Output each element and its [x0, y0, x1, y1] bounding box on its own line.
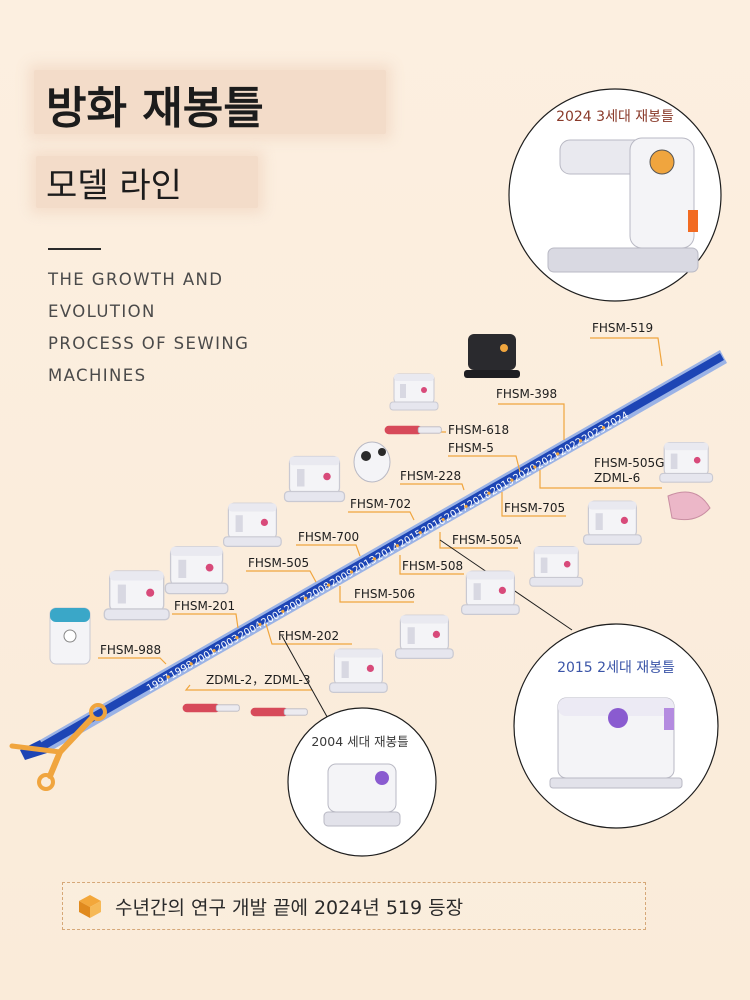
year-dot: [533, 465, 537, 469]
callout-gen2: 2015 2세대 재봉틀: [513, 623, 719, 829]
callout-gen3-caption: 2024 3세대 재봉틀: [556, 109, 674, 125]
machine-thumb-398: [464, 334, 520, 378]
machine-thumb-505: [164, 546, 229, 595]
model-label: FHSM-228: [400, 469, 461, 483]
model-label: FHSM-702: [350, 497, 411, 511]
divider: [48, 248, 101, 250]
model-label: FHSM-988: [100, 643, 161, 657]
product-thumbnails: [49, 334, 714, 717]
machine-thumb-702: [283, 455, 346, 503]
model-label: FHSM-508: [402, 559, 463, 573]
machine-thumb-988: [49, 607, 91, 665]
machine-image-519: [547, 137, 699, 273]
year-dot: [281, 609, 285, 613]
scissors-icon: [9, 703, 107, 791]
machine-thumb-705: [582, 500, 642, 546]
year-dot: [579, 439, 583, 443]
year-dot: [235, 635, 239, 640]
machine-thumb-506: [395, 614, 454, 660]
footer-note: 수년간의 연구 개발 끝에 2024년 519 등장: [62, 882, 646, 930]
machine-thumb-202: [329, 648, 388, 694]
machine-image-201: [323, 763, 401, 827]
machine-thumb-201: [103, 570, 170, 621]
model-label: FHSM-5: [448, 441, 494, 455]
model-label: FHSM-618: [448, 423, 509, 437]
year-dot: [327, 583, 331, 587]
english-line-4: MACHINES: [48, 366, 147, 385]
model-connectors: [98, 337, 663, 691]
year-dot: [304, 596, 308, 600]
year-dot: [441, 517, 445, 522]
model-label: FHSM-505: [248, 556, 309, 570]
model-label: FHSM-505A: [452, 533, 522, 547]
model-label: FHSM-700: [298, 530, 359, 544]
year-dot: [166, 675, 170, 679]
year-dot: [258, 622, 262, 627]
machine-thumb-5: [389, 373, 439, 411]
callout-gen3: 2024 3세대 재봉틀: [508, 88, 722, 302]
year-dot: [395, 544, 399, 548]
english-line-1: THE GROWTH AND: [48, 270, 224, 289]
year-dot: [372, 557, 377, 561]
year-dot: [510, 478, 514, 482]
callout-gen1-caption: 2004 세대 재봉틀: [311, 734, 408, 749]
tool-thumb-zdml3: [250, 707, 308, 717]
machine-thumb-700: [223, 502, 282, 548]
tool-thumb-618: [384, 425, 442, 435]
model-label: ZDML-6: [594, 471, 640, 485]
machine-thumb-228: [353, 441, 391, 483]
page-subtitle: 모델 라인: [46, 166, 182, 206]
tool-thumb-zdml6: [667, 491, 711, 521]
year-dot: [349, 570, 354, 574]
tool-thumb-zdml2: [182, 703, 240, 713]
model-label: FHSM-398: [496, 387, 557, 401]
year-dot: [464, 504, 468, 508]
model-label: FHSM-505G: [594, 456, 664, 470]
year-dot: [189, 662, 193, 666]
title-highlight: [34, 70, 386, 134]
english-line-2: EVOLUTION: [48, 302, 156, 321]
callout-gen2-caption: 2015 2세대 재봉틀: [557, 660, 675, 676]
model-label: ZDML-2，ZDML-3: [206, 673, 311, 687]
model-label: FHSM-202: [278, 629, 339, 643]
year-dot: [487, 491, 491, 495]
machine-thumb-505g: [659, 442, 714, 483]
year-dot: [556, 452, 560, 456]
english-line-3: PROCESS OF SEWING: [48, 334, 250, 353]
callout-gen1: 2004 세대 재봉틀: [287, 707, 437, 857]
model-label: FHSM-506: [354, 587, 415, 601]
box-icon: [79, 895, 101, 918]
machine-thumb-508: [461, 570, 520, 616]
page-title: 방화 재봉틀: [46, 83, 264, 134]
year-dot: [212, 649, 216, 653]
model-label: FHSM-519: [592, 321, 653, 335]
footer-text: 수년간의 연구 개발 끝에 2024년 519 등장: [115, 897, 464, 919]
year-dot: [601, 426, 606, 430]
year-dot: [418, 531, 422, 535]
subtitle-highlight: [36, 156, 258, 208]
model-label: FHSM-201: [174, 599, 235, 613]
machine-image-505a: [549, 697, 683, 789]
machine-thumb-505a: [529, 546, 584, 587]
model-label: FHSM-705: [504, 501, 565, 515]
